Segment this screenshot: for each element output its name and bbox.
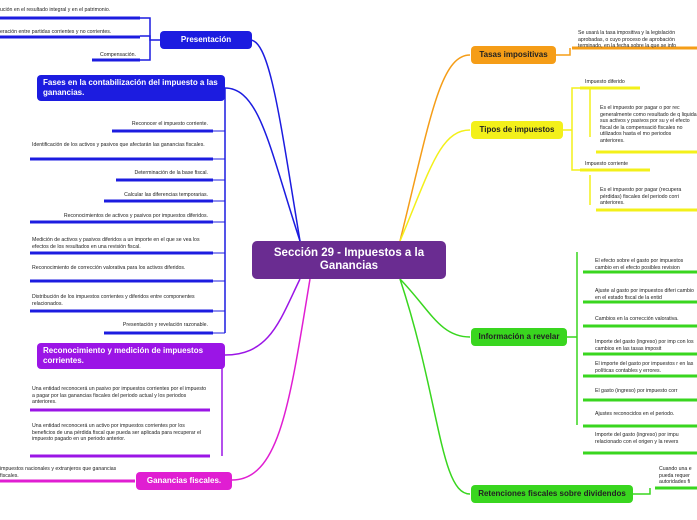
fases-item[interactable]: Determinación de la base fiscal.	[134, 170, 208, 176]
tipos-label-corriente[interactable]: Impuesto corriente	[585, 161, 628, 167]
presentacion-item[interactable]: eración entre partidas corrientes y no c…	[0, 29, 112, 35]
tipos-text-diferido[interactable]: Es el impuesto por pagar o por rec gener…	[600, 105, 697, 144]
fases-item[interactable]: Medición de activos y pasivos diferidos …	[32, 237, 200, 250]
topic-informacion-revelar[interactable]: Información a revelar	[471, 328, 567, 346]
topic-tasas-impositivas[interactable]: Tasas impositivas	[471, 46, 556, 64]
fases-item[interactable]: Calcular las diferencias temporarias.	[124, 192, 208, 198]
topic-reconocimiento[interactable]: Reconocimiento y medición de impuestos c…	[37, 343, 225, 369]
fases-item[interactable]: Presentación y revelación razonable.	[122, 322, 208, 328]
informacion-item[interactable]: El gasto (ingreso) por impuesto corr	[595, 388, 678, 394]
fases-item[interactable]: Reconocimiento de corrección valorativa …	[32, 265, 186, 271]
informacion-item[interactable]: Ajustes reconocidos en el periodo.	[595, 411, 675, 417]
fases-item[interactable]: Reconocer el impuesto corriente.	[131, 121, 208, 127]
informacion-item[interactable]: Importe del gasto (ingreso) por imp con …	[595, 339, 694, 352]
retenciones-item[interactable]: Cuando una e pueda requer autoridades fi	[659, 466, 692, 486]
central-topic[interactable]: Sección 29 - Impuestos a la Ganancias	[252, 241, 446, 279]
topic-tipos-impuestos[interactable]: Tipos de impuestos	[471, 121, 563, 139]
informacion-item[interactable]: El efecto sobre el gasto por impuestos c…	[595, 258, 684, 271]
topic-fases[interactable]: Fases en la contabilización del impuesto…	[37, 75, 225, 101]
informacion-item[interactable]: Importe del gasto (ingreso) por impu rel…	[595, 432, 679, 445]
tipos-text-corriente[interactable]: Es el impuesto por pagar (recupera pérdi…	[600, 187, 682, 207]
informacion-item[interactable]: El importe del gasto por impuestos r en …	[595, 361, 694, 374]
fases-item[interactable]: Reconocimientos de activos y pasivos por…	[63, 213, 208, 219]
reconocimiento-item[interactable]: Una entidad reconocerá un pasivo por imp…	[32, 386, 207, 406]
presentacion-item[interactable]: Compensación.	[99, 52, 136, 58]
presentacion-item[interactable]: ución en el resultado integral y en el p…	[0, 7, 111, 13]
topic-retenciones-dividendos[interactable]: Retenciones fiscales sobre dividendos	[471, 485, 633, 503]
topic-presentacion[interactable]: Presentación	[160, 31, 252, 49]
ganancias-item[interactable]: impuestos nacionales y extranjeros que g…	[0, 466, 117, 479]
reconocimiento-item[interactable]: Una entidad reconocerá un activo por imp…	[32, 423, 201, 443]
tasas-item[interactable]: Se usará la tasa impositiva y la legisla…	[578, 30, 677, 50]
fases-item[interactable]: Distribución de los impuestos corrientes…	[32, 294, 195, 307]
topic-ganancias-fiscales[interactable]: Ganancias fiscales.	[136, 472, 232, 490]
fases-item[interactable]: Identificación de los activos y pasivos …	[32, 142, 205, 148]
informacion-item[interactable]: Cambios en la corrección valorativa.	[595, 316, 679, 322]
tipos-label-diferido[interactable]: Impuesto diferido	[585, 79, 625, 85]
informacion-item[interactable]: Ajuste al gasto por impuestos diferi cam…	[595, 288, 694, 301]
